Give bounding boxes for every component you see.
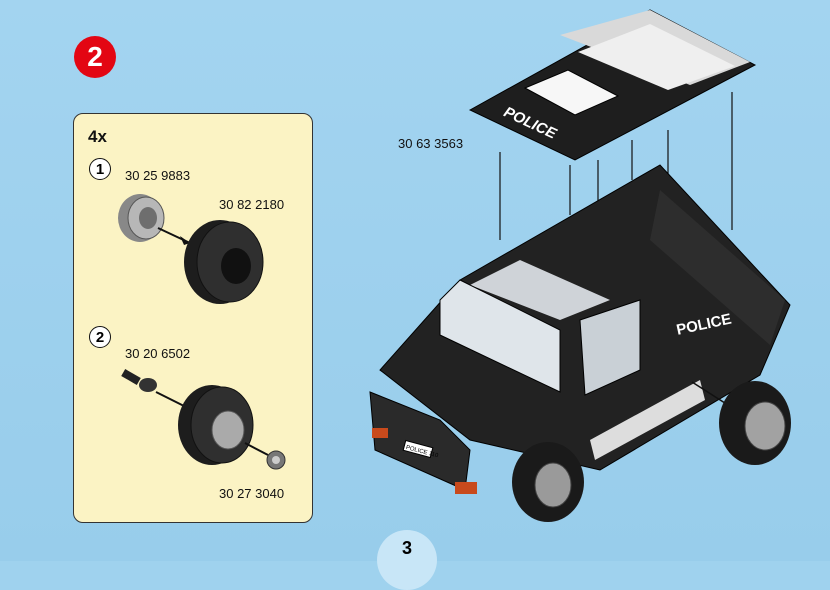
wheel-illustration <box>178 385 254 465</box>
substep-1-marker: 1 <box>89 158 111 180</box>
step-number-badge: 2 <box>74 36 116 78</box>
part-number-tire: 30 82 2180 <box>219 197 285 212</box>
tire-illustration <box>184 220 264 304</box>
part-number-roof: 30 63 3563 <box>398 136 464 151</box>
vehicle-illustration: POLICE 110 POLICE <box>369 164 791 494</box>
part-number-cap: 30 27 3040 <box>219 486 285 501</box>
part-number-hub: 30 25 9883 <box>125 168 191 183</box>
illustration: POLICE POLICE 110 POLICE <box>118 9 791 522</box>
substep-2-marker: 2 <box>89 326 111 348</box>
hub-illustration <box>118 194 165 242</box>
hub-cap-illustration <box>266 450 286 470</box>
axle-pin-illustration <box>121 369 157 392</box>
part-number-axle: 30 20 6502 <box>125 346 191 361</box>
roof-illustration: POLICE <box>468 9 757 161</box>
page-number: 3 <box>377 530 437 590</box>
quantity-label: 4x <box>88 127 107 146</box>
rear-wheel-illustration <box>691 381 791 465</box>
front-wheel-illustration <box>512 442 584 522</box>
